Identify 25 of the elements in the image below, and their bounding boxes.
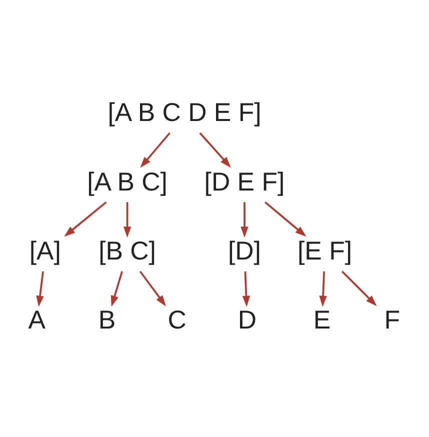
arrow — [264, 201, 306, 237]
node-text: [A] — [29, 237, 61, 266]
arrow — [64, 201, 107, 237]
node-text: B — [98, 306, 116, 335]
arrow — [341, 270, 377, 306]
node-text: [D E F] — [204, 168, 285, 196]
arrow — [240, 202, 248, 238]
node-text: C — [168, 306, 186, 335]
node-text: [E F] — [298, 237, 352, 266]
node-text: F — [384, 306, 400, 335]
arrow — [199, 132, 231, 168]
node-text: [D] — [228, 237, 261, 266]
arrow — [36, 271, 44, 307]
arrow — [110, 271, 123, 307]
node-text: [B C] — [98, 237, 156, 266]
node-text: E — [313, 306, 331, 335]
arrow — [319, 271, 327, 307]
node-text: [A B C D E F] — [108, 99, 262, 128]
arrow — [242, 271, 250, 307]
arrow — [139, 270, 166, 306]
node-text: [A B C] — [87, 168, 168, 196]
node-text: A — [28, 306, 46, 335]
arrow — [123, 202, 132, 238]
node-text: D — [238, 306, 257, 335]
arrow — [140, 132, 170, 168]
